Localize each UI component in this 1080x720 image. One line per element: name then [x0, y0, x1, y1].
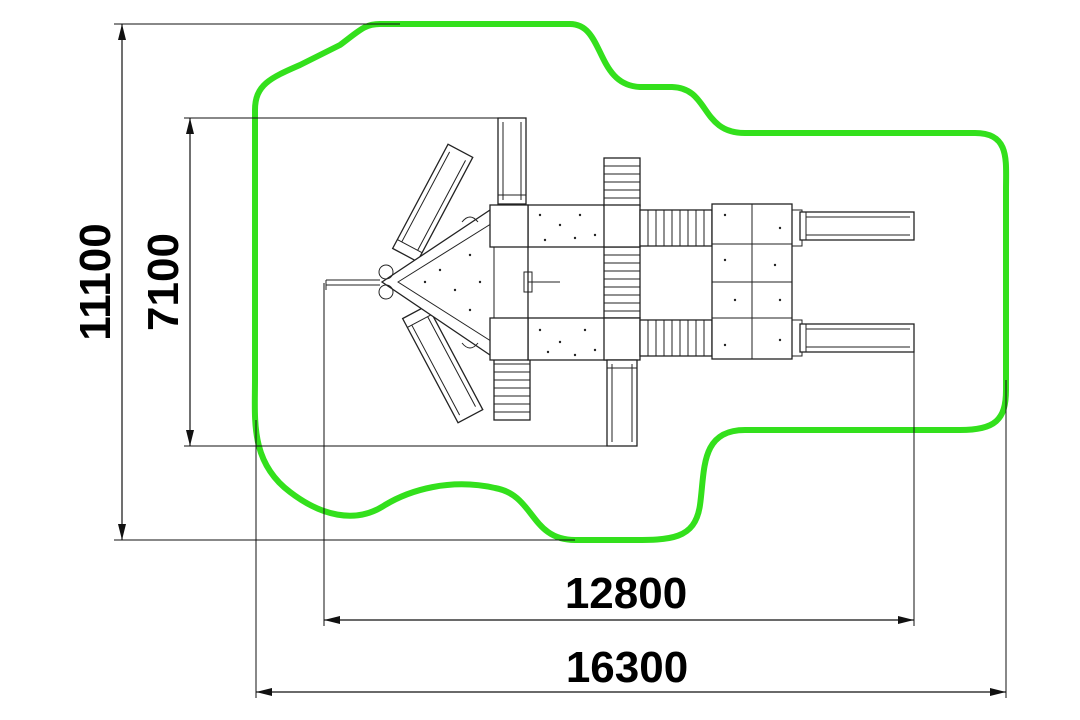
- dimension-overall-width: 16300: [255, 380, 1007, 698]
- ladder-bottom-left: [493, 355, 531, 421]
- slide-upper-left: [391, 143, 474, 263]
- slide-stern-upper: [799, 211, 915, 241]
- stern-tower: [711, 203, 803, 360]
- structure-width-label: 12800: [565, 569, 687, 618]
- bridge-center: [603, 246, 641, 319]
- slide-stern-lower: [799, 323, 915, 353]
- slide-lower-left: [401, 304, 484, 424]
- slide-top-left: [497, 117, 527, 205]
- ladder-top-middle: [603, 157, 641, 207]
- dimension-structure-width: 12800: [323, 283, 915, 626]
- bridge-lower: [639, 319, 713, 357]
- safety-zone-outline: [251, 21, 1010, 543]
- structure-height-label: 7100: [139, 233, 188, 331]
- overall-width-label: 16300: [566, 643, 688, 692]
- playground-structure: [325, 117, 915, 447]
- platform-lower-middle: [527, 317, 607, 361]
- slide-bottom-middle: [606, 359, 638, 447]
- overall-height-label: 11100: [71, 223, 120, 341]
- platform-upper-middle: [527, 204, 607, 248]
- bridge-upper: [639, 209, 713, 247]
- dimension-overall-height: 11100: [71, 23, 575, 541]
- deck-bolts: [423, 213, 782, 357]
